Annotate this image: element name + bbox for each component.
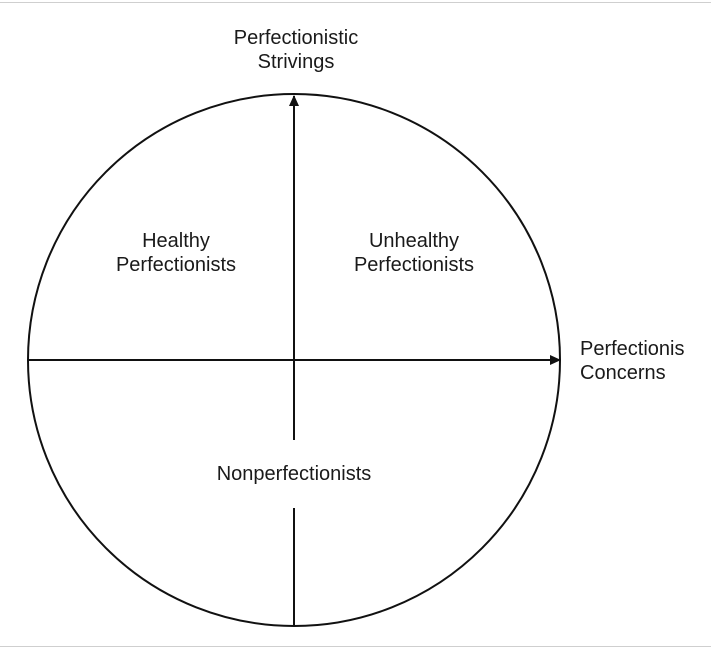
healthy-perfectionists-line1: Healthy (142, 230, 210, 252)
nonperfectionists-text: Nonperfectionists (216, 463, 372, 485)
horizontal-axis-label-line1: Perfectionis (580, 338, 685, 360)
unhealthy-perfectionists-line1: Unhealthy (368, 230, 460, 252)
bottom-border (0, 646, 711, 647)
vertical-axis-label: Perfectionistic Strivings (196, 26, 396, 74)
horizontal-axis-label: Perfectionis Concerns (580, 337, 711, 385)
vertical-axis-label-line1: Perfectionistic (233, 27, 359, 49)
healthy-perfectionists-line2: Perfectionists (115, 254, 237, 276)
horizontal-axis-label-line2: Concerns (580, 362, 666, 384)
unhealthy-perfectionists-line2: Perfectionists (353, 254, 475, 276)
vertical-axis-label-line2: Strivings (257, 51, 335, 73)
healthy-perfectionists-label: Healthy Perfectionists (86, 229, 266, 277)
unhealthy-perfectionists-label: Unhealthy Perfectionists (324, 229, 504, 277)
top-border (0, 2, 711, 3)
nonperfectionists-label: Nonperfectionists (174, 462, 414, 486)
